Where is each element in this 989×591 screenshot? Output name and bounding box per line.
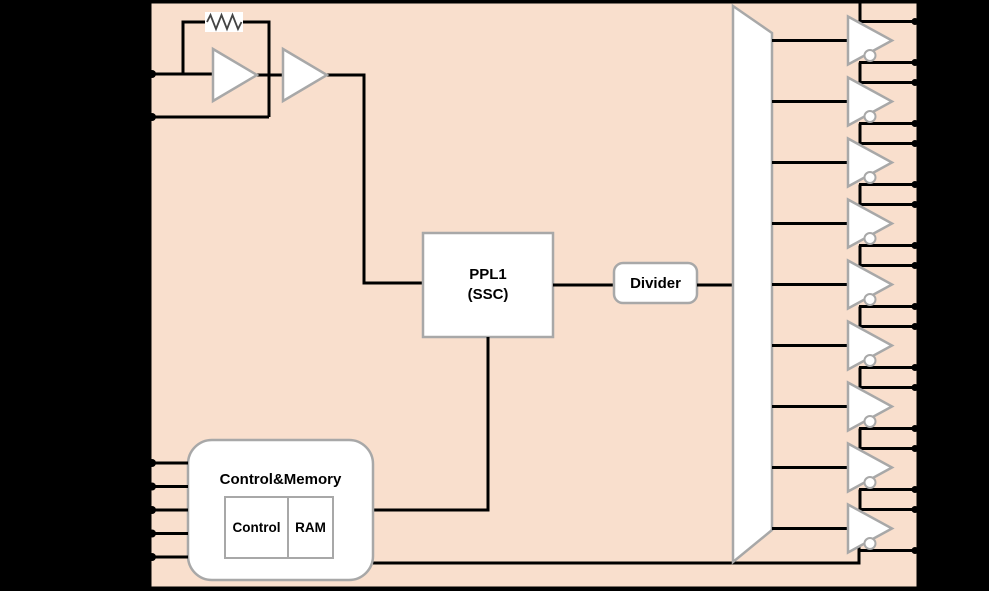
output-true-pin — [911, 79, 919, 86]
output-buffer — [772, 306, 919, 372]
output-complement-pin — [911, 242, 919, 249]
inverter-bubble-icon — [863, 293, 877, 306]
fanout-mux-icon — [731, 3, 774, 565]
output-complement-pin — [911, 486, 919, 493]
output-complement-pin — [911, 425, 919, 432]
osc-to-pll-wire — [327, 73, 423, 285]
output-buffer — [772, 62, 919, 128]
output-complement-pin — [911, 303, 919, 310]
output-true-pin — [911, 445, 919, 452]
control-pin — [148, 506, 156, 514]
buffer-icon — [281, 46, 330, 104]
ram-sub-block — [287, 496, 334, 559]
output-true-pin — [911, 262, 919, 269]
output-true-pin — [911, 384, 919, 391]
inverter-bubble-icon — [863, 354, 877, 367]
output-complement-pin — [911, 547, 919, 554]
amplifier-icon — [211, 46, 260, 104]
output-true-pin — [911, 201, 919, 208]
pll-label-line1: PPL1 — [469, 266, 507, 283]
output-true-pin — [911, 506, 919, 513]
output-complement-pin — [911, 120, 919, 127]
control-sub-block — [224, 496, 289, 559]
output-complement-pin — [911, 59, 919, 66]
control-pin — [148, 529, 156, 538]
output-buffer — [772, 428, 919, 494]
inverter-bubble-icon — [863, 49, 877, 62]
output-buffer — [772, 367, 919, 433]
ram-label: RAM — [295, 520, 326, 535]
divider-label: Divider — [630, 274, 681, 292]
inverter-bubble-icon — [863, 415, 877, 428]
control-input-pins — [148, 459, 188, 561]
control-memory-title: Control&Memory — [219, 470, 342, 488]
inverter-bubble-icon — [863, 232, 877, 245]
output-buffer — [772, 184, 919, 250]
pll-label: PPL1 (SSC) — [423, 233, 553, 337]
output-buffer — [772, 123, 919, 189]
inverter-bubble-icon — [863, 110, 877, 123]
pll-to-control-wire — [373, 337, 490, 512]
output-buffer — [772, 245, 919, 311]
output-true-pin — [911, 323, 919, 330]
inverter-bubble-icon — [863, 171, 877, 184]
control-label: Control — [232, 520, 281, 535]
output-complement-pin — [911, 364, 919, 371]
inverter-bubble-icon — [863, 476, 877, 489]
resistor-icon — [205, 12, 243, 32]
output-true-pin — [911, 140, 919, 147]
xin-pin — [148, 70, 156, 78]
output-complement-pin — [911, 181, 919, 188]
output-buffers — [772, 3, 919, 555]
divider-block — [612, 261, 699, 305]
output-buffer — [772, 3, 919, 67]
control-pin — [148, 482, 156, 491]
output-buffer — [772, 489, 919, 555]
inverter-bubble-icon — [863, 537, 877, 550]
control-pin — [148, 553, 156, 561]
xout-pin — [148, 113, 156, 121]
output-true-pin — [911, 18, 919, 25]
pll-label-line2: (SSC) — [467, 286, 509, 303]
control-pin — [148, 459, 156, 467]
